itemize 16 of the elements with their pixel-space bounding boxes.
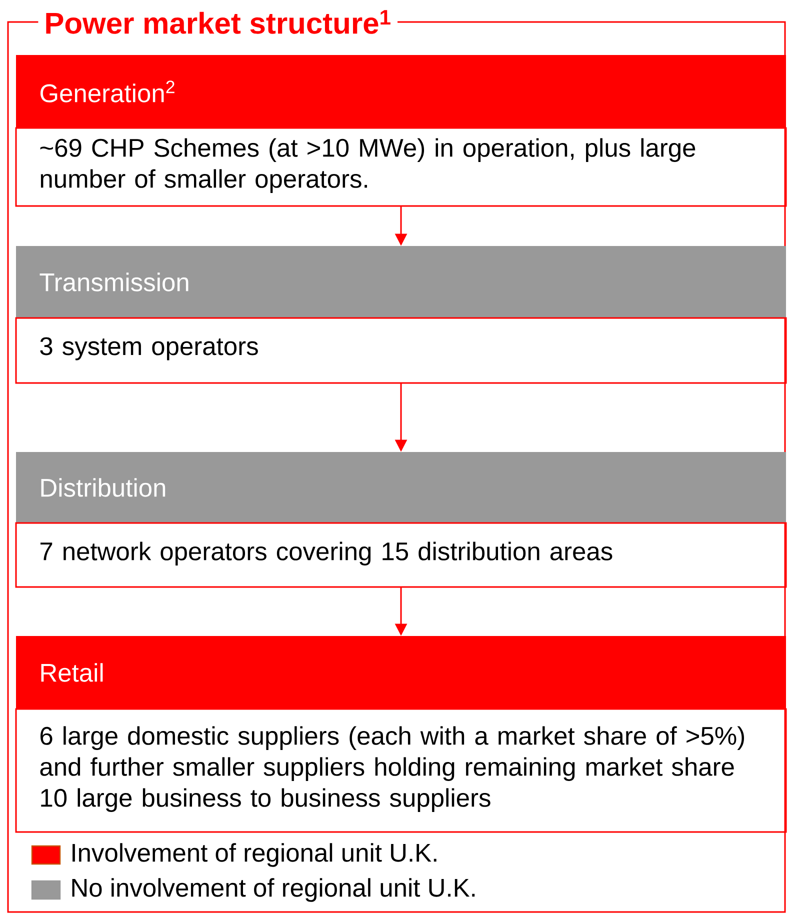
- legend-label: No involvement of regional unit U.K.: [72, 878, 475, 902]
- stage-box: [15, 636, 787, 833]
- stage-description: ~69 CHP Schemes (at >10 MWe) in operation, plus large number of smaller operators.: [40, 138, 696, 193]
- stage-heading: Distribution: [41, 478, 166, 497]
- stage-heading: Generation$^{2}$: [40, 80, 174, 102]
- node-label: 1: [380, 10, 390, 25]
- legend-label: Involvement of regional unit U.K.: [72, 843, 436, 867]
- stage-box: [15, 452, 787, 588]
- stage-description: 6 large domestic suppliers (each with a market share of >5%) and further smaller suppliers holding remaining market share: [40, 726, 744, 781]
- stage-heading: Retail: [41, 663, 103, 682]
- stage-box: [15, 246, 787, 384]
- stage-description: 3 system operators: [40, 337, 258, 360]
- stage-description: 7 network operators covering 15 distribution areas: [40, 542, 612, 566]
- stage-box: [15, 55, 787, 207]
- stage-description: 10 large business to business suppliers: [41, 788, 490, 812]
- stage-heading: Transmission: [40, 272, 188, 292]
